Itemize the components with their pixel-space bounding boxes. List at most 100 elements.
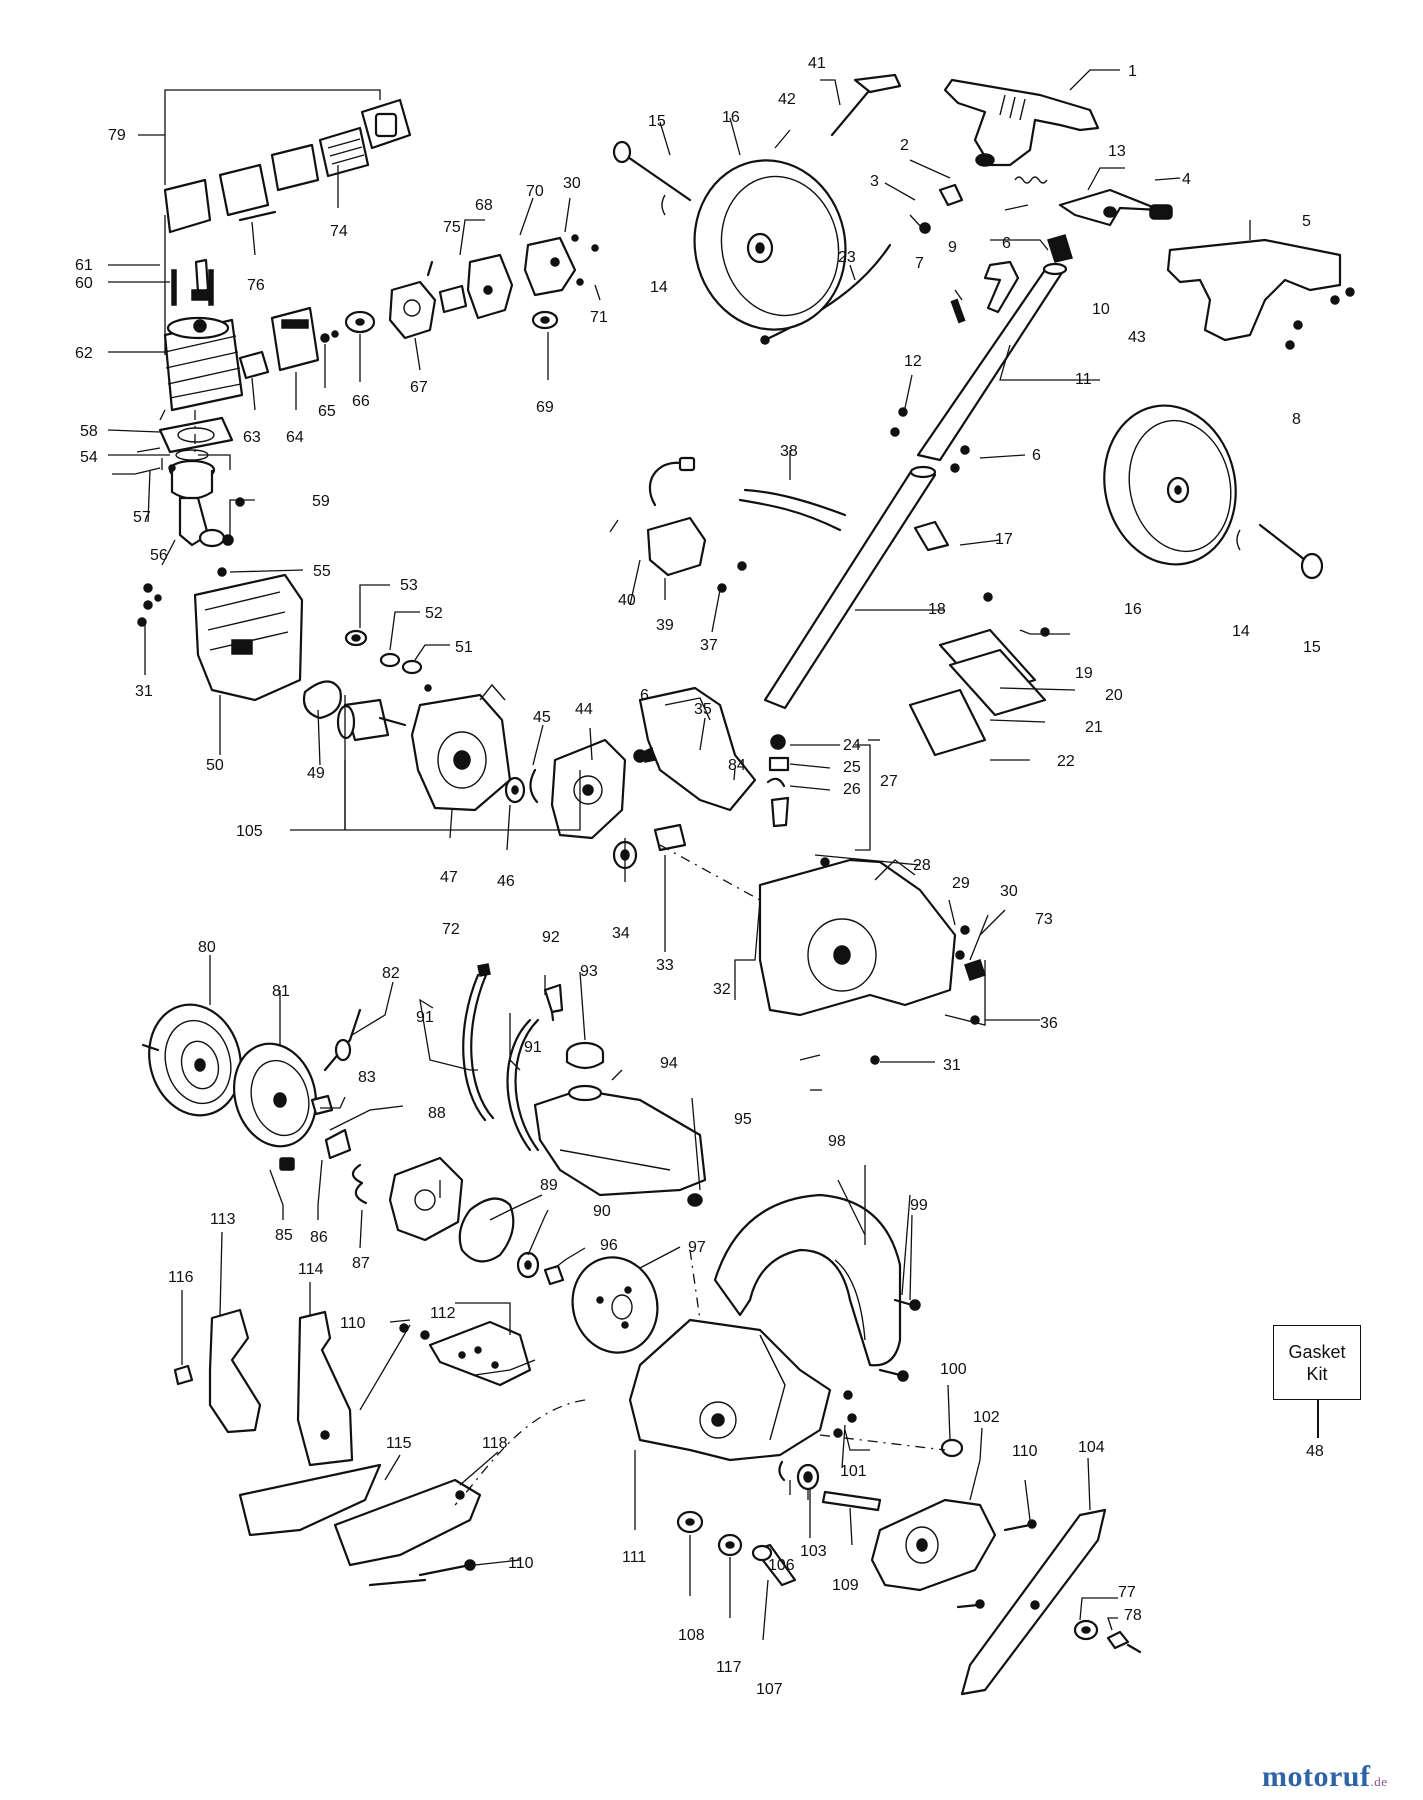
- air-filter-element[interactable]: [218, 163, 270, 217]
- deflector-113[interactable]: [208, 1308, 262, 1434]
- washer-108[interactable]: [676, 1510, 704, 1534]
- crankcase-gasket[interactable]: [302, 680, 342, 720]
- carburetor-adapter[interactable]: [270, 306, 320, 372]
- clutch-washer[interactable]: [516, 1251, 540, 1279]
- part-label: 60: [75, 275, 93, 292]
- piston[interactable]: [168, 459, 245, 548]
- guard-plate-115[interactable]: [238, 1463, 382, 1537]
- air-filter-screen[interactable]: [318, 126, 370, 178]
- clip-106[interactable]: [778, 1460, 786, 1482]
- fuel-pickup[interactable]: [543, 983, 564, 1022]
- carb-washer[interactable]: [531, 310, 559, 330]
- clutch-nut[interactable]: [543, 1264, 565, 1286]
- part-label: 35: [694, 701, 712, 718]
- shaft-clamp[interactable]: [913, 520, 950, 552]
- retaining-ring[interactable]: [529, 768, 539, 804]
- air-filter-plate[interactable]: [270, 143, 320, 192]
- upper-shaft-collar[interactable]: [1047, 234, 1073, 263]
- air-filter-cover-plate[interactable]: [908, 592, 1050, 757]
- crankcase-right[interactable]: [410, 683, 512, 812]
- blade-nut[interactable]: [1106, 1630, 1142, 1654]
- gear-case[interactable]: [628, 1318, 832, 1462]
- debris-shield-112[interactable]: [428, 1320, 532, 1387]
- fuel-pump[interactable]: [523, 234, 599, 297]
- fuel-filter-grommet[interactable]: [477, 963, 491, 977]
- part-label: 55: [313, 563, 331, 580]
- carb-gasket[interactable]: [344, 310, 376, 334]
- clutch-drum[interactable]: [562, 1248, 668, 1362]
- blade-guard[interactable]: [713, 1193, 902, 1367]
- part-label: 98: [828, 1133, 846, 1150]
- cylinder[interactable]: [163, 316, 244, 412]
- part-label: 97: [688, 1239, 706, 1256]
- lower-shaft[interactable]: [763, 465, 937, 710]
- edger-blade[interactable]: [960, 1508, 1107, 1696]
- handle-spring-left: [1014, 176, 1048, 184]
- starter-pawls[interactable]: [279, 1094, 368, 1205]
- part-label: 103: [800, 1543, 827, 1560]
- ignition-wire[interactable]: [738, 488, 847, 532]
- part-label: 73: [1035, 911, 1053, 928]
- part-label: 59: [312, 493, 330, 510]
- choke-plate[interactable]: [438, 284, 468, 314]
- oil-seal[interactable]: [504, 776, 526, 804]
- throttle-trigger[interactable]: [950, 260, 1020, 324]
- clutch-spring[interactable]: [458, 1197, 515, 1263]
- part-label: 91: [416, 1009, 434, 1026]
- blade-cover[interactable]: [870, 1498, 1037, 1609]
- fuel-cap[interactable]: [565, 1041, 605, 1070]
- intake-insulator[interactable]: [238, 350, 270, 380]
- blade-washer[interactable]: [1073, 1619, 1099, 1641]
- fuel-tank-grommet[interactable]: [687, 1193, 703, 1207]
- housing-clip[interactable]: [964, 959, 986, 981]
- part-label: 99: [910, 1197, 928, 1214]
- crankshaft[interactable]: [336, 698, 407, 742]
- shaft-sleeve[interactable]: [653, 823, 687, 852]
- wheel-right[interactable]: [1090, 393, 1250, 577]
- arbor-shaft[interactable]: [821, 1490, 882, 1512]
- cylinder-gasket[interactable]: [158, 416, 234, 454]
- air-filter-foam[interactable]: [163, 178, 212, 234]
- part-label: 112: [430, 1305, 456, 1322]
- wheel-axle-top[interactable]: [612, 140, 692, 216]
- part-label: 24: [843, 737, 861, 754]
- crankcase-left[interactable]: [193, 573, 304, 702]
- handle-cap[interactable]: [1166, 238, 1355, 350]
- handle-bracket[interactable]: [1058, 188, 1162, 227]
- deflector-114[interactable]: [296, 1310, 354, 1467]
- part-label: 40: [618, 592, 636, 609]
- starter-pulley[interactable]: [223, 1034, 327, 1155]
- fuel-line-long[interactable]: [462, 973, 495, 1122]
- bearing-seals[interactable]: [344, 629, 432, 692]
- bearing-103[interactable]: [796, 1463, 820, 1491]
- fuel-line-short[interactable]: [506, 1018, 540, 1152]
- handle-knob-small[interactable]: [919, 183, 964, 234]
- gear-case-plug[interactable]: [940, 1438, 964, 1458]
- nut-116[interactable]: [173, 1364, 194, 1386]
- starter-rope[interactable]: [323, 1008, 362, 1072]
- starter-housing[interactable]: [137, 994, 253, 1125]
- part-label: 91: [524, 1039, 542, 1056]
- pivot-nut[interactable]: [642, 746, 656, 763]
- starter-handle-cord[interactable]: [830, 73, 902, 137]
- carburetor[interactable]: [388, 260, 437, 340]
- bolt-107[interactable]: [751, 1543, 797, 1587]
- part-label: 109: [832, 1577, 859, 1594]
- crankcase-screws: [137, 567, 227, 627]
- part-label: 14: [650, 279, 668, 296]
- handle-grip[interactable]: [943, 78, 1100, 167]
- washer-117[interactable]: [717, 1533, 743, 1557]
- wheel-axle-right[interactable]: [1236, 523, 1324, 580]
- upper-shaft[interactable]: [916, 262, 1068, 462]
- switch-parts[interactable]: [766, 734, 790, 828]
- shaft-screws: [890, 407, 970, 473]
- wheel-top[interactable]: [679, 146, 861, 343]
- ignition-module[interactable]: [646, 456, 747, 593]
- primer-bulb[interactable]: [466, 253, 514, 320]
- flywheel[interactable]: [550, 738, 627, 840]
- engine-housing[interactable]: [758, 857, 980, 1065]
- air-filter-housing[interactable]: [360, 98, 412, 150]
- fuel-tank[interactable]: [533, 1084, 707, 1197]
- clutch-shoes[interactable]: [388, 1156, 464, 1242]
- spark-plug[interactable]: [191, 258, 211, 301]
